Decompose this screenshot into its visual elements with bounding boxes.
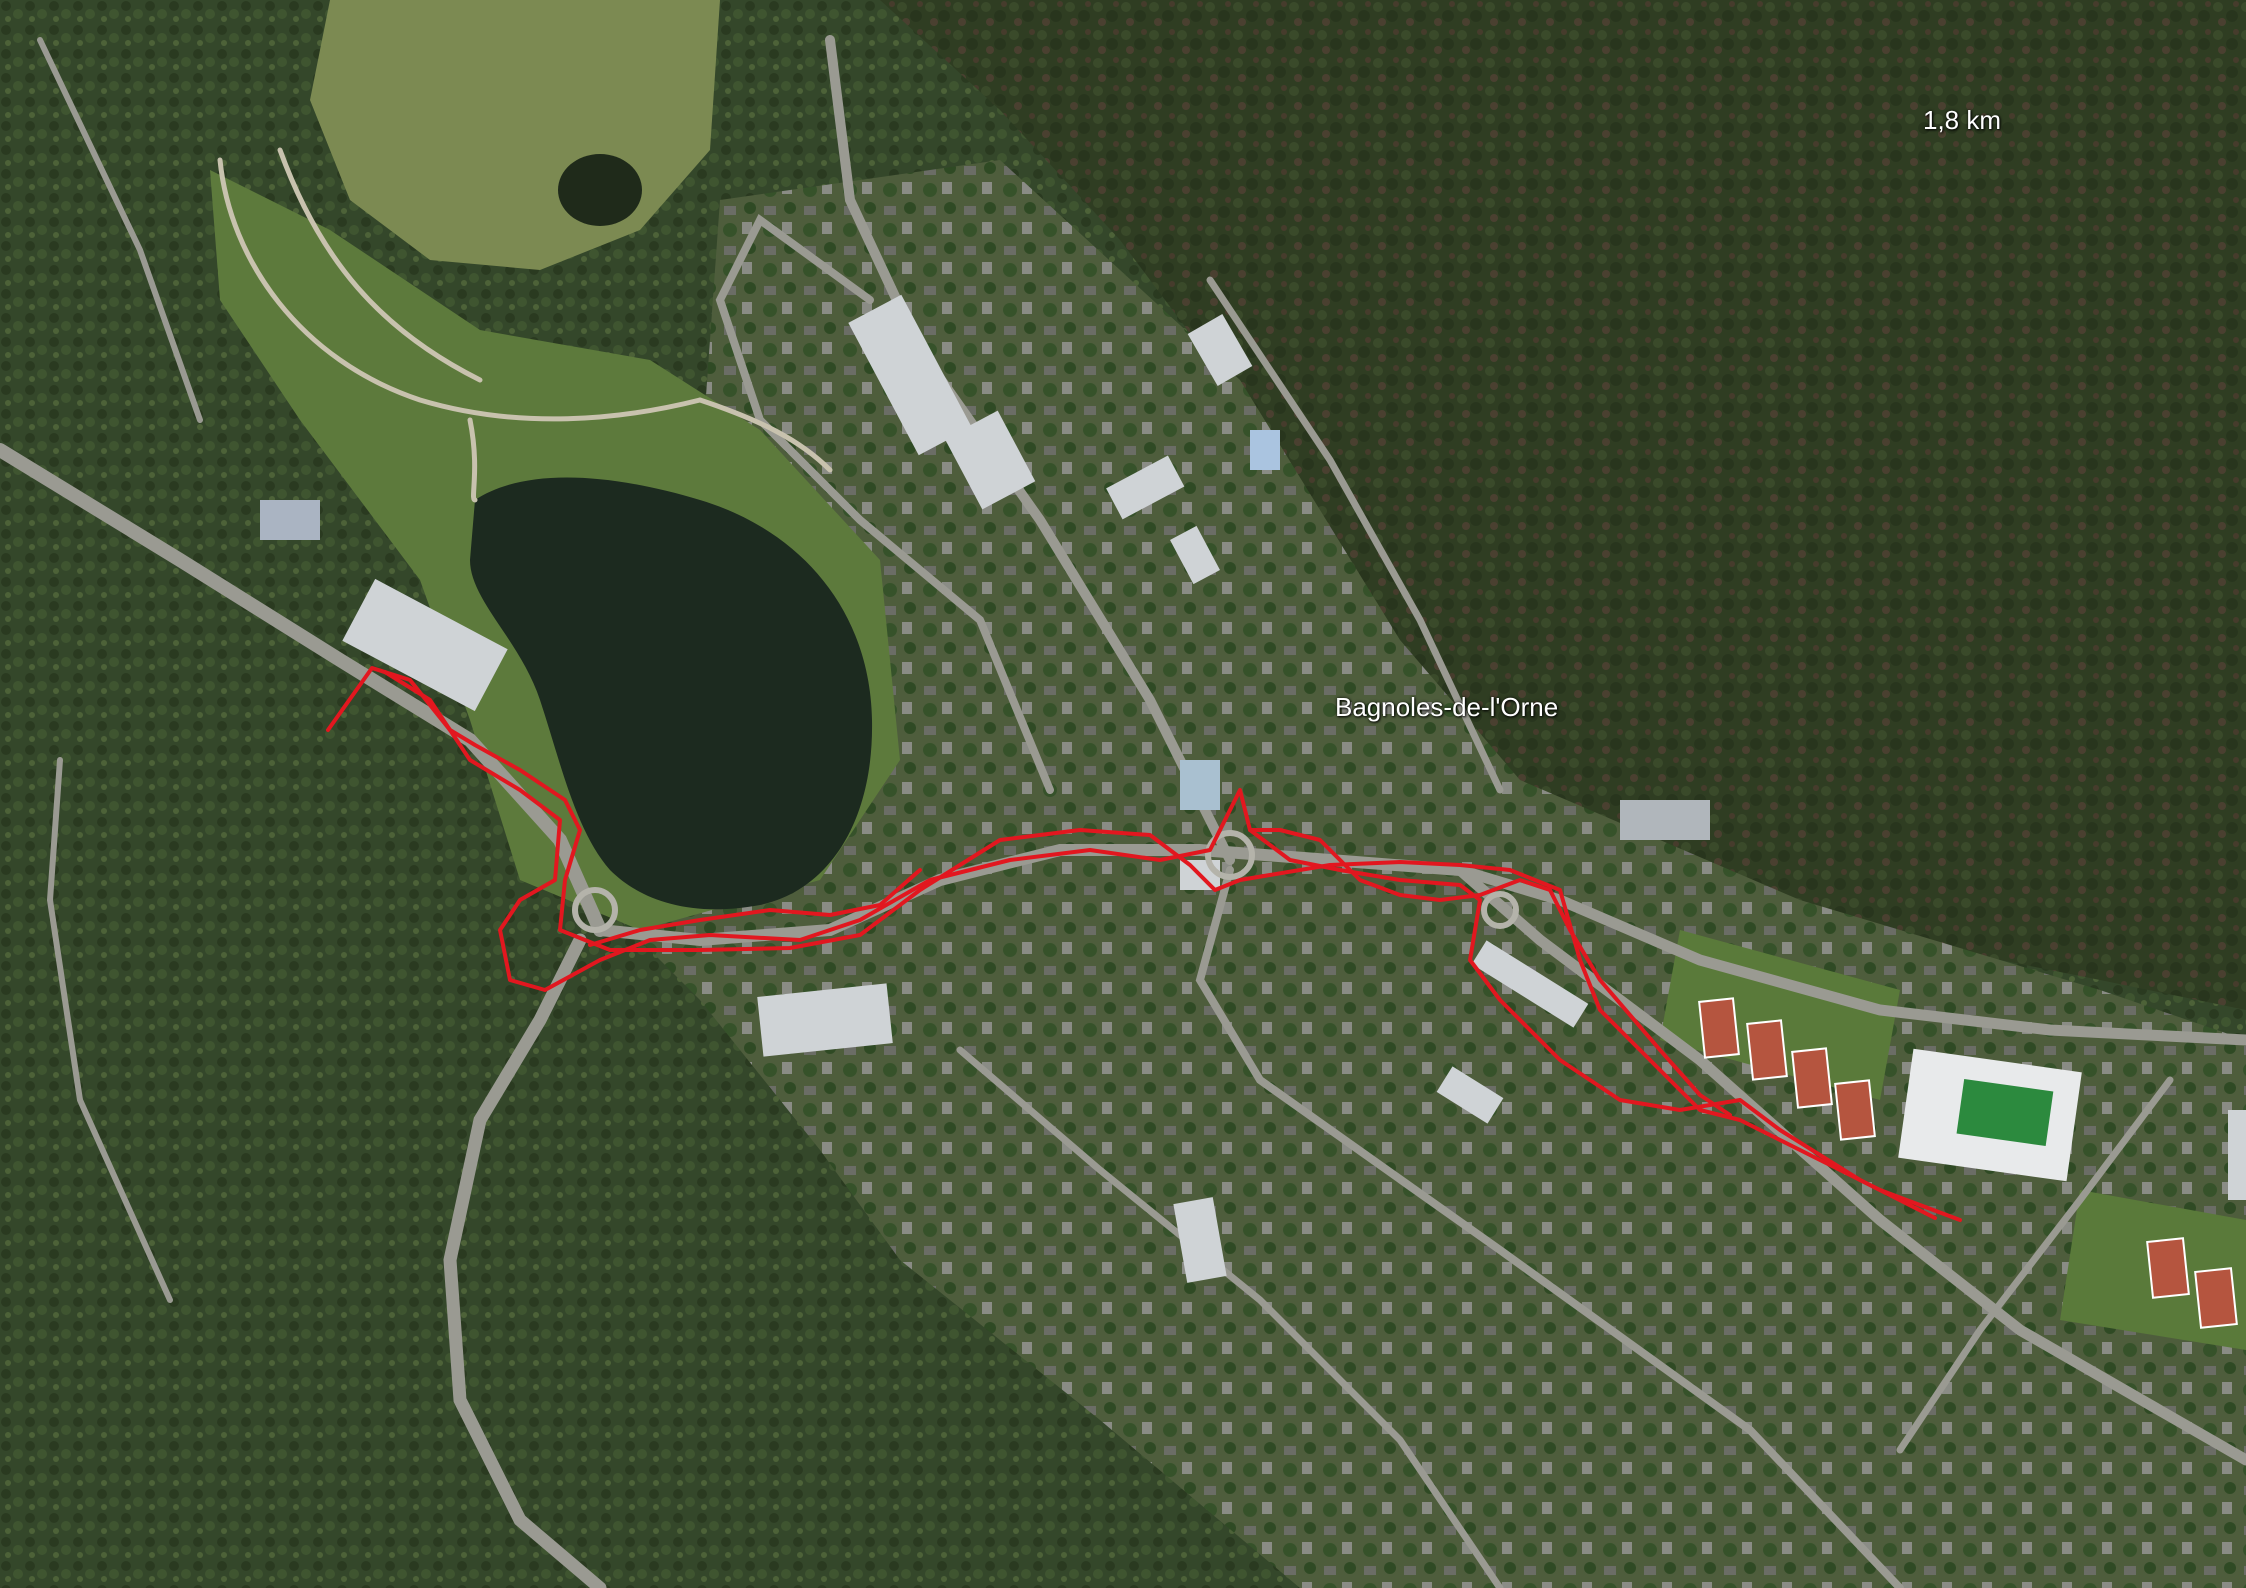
lake (470, 477, 873, 910)
footpaths (217, 147, 833, 503)
forest-area (880, 0, 2246, 1010)
tennis-courts (1698, 997, 2238, 1329)
meadow-pond (558, 154, 642, 226)
swimming-pool (1898, 1048, 2246, 1200)
grass-patch (1660, 930, 1900, 1100)
town-area (520, 160, 2246, 1588)
roundabouts (572, 830, 1519, 933)
route-track[interactable] (326, 666, 1962, 1222)
road-network (0, 35, 2246, 1588)
buildings (260, 294, 1710, 1283)
